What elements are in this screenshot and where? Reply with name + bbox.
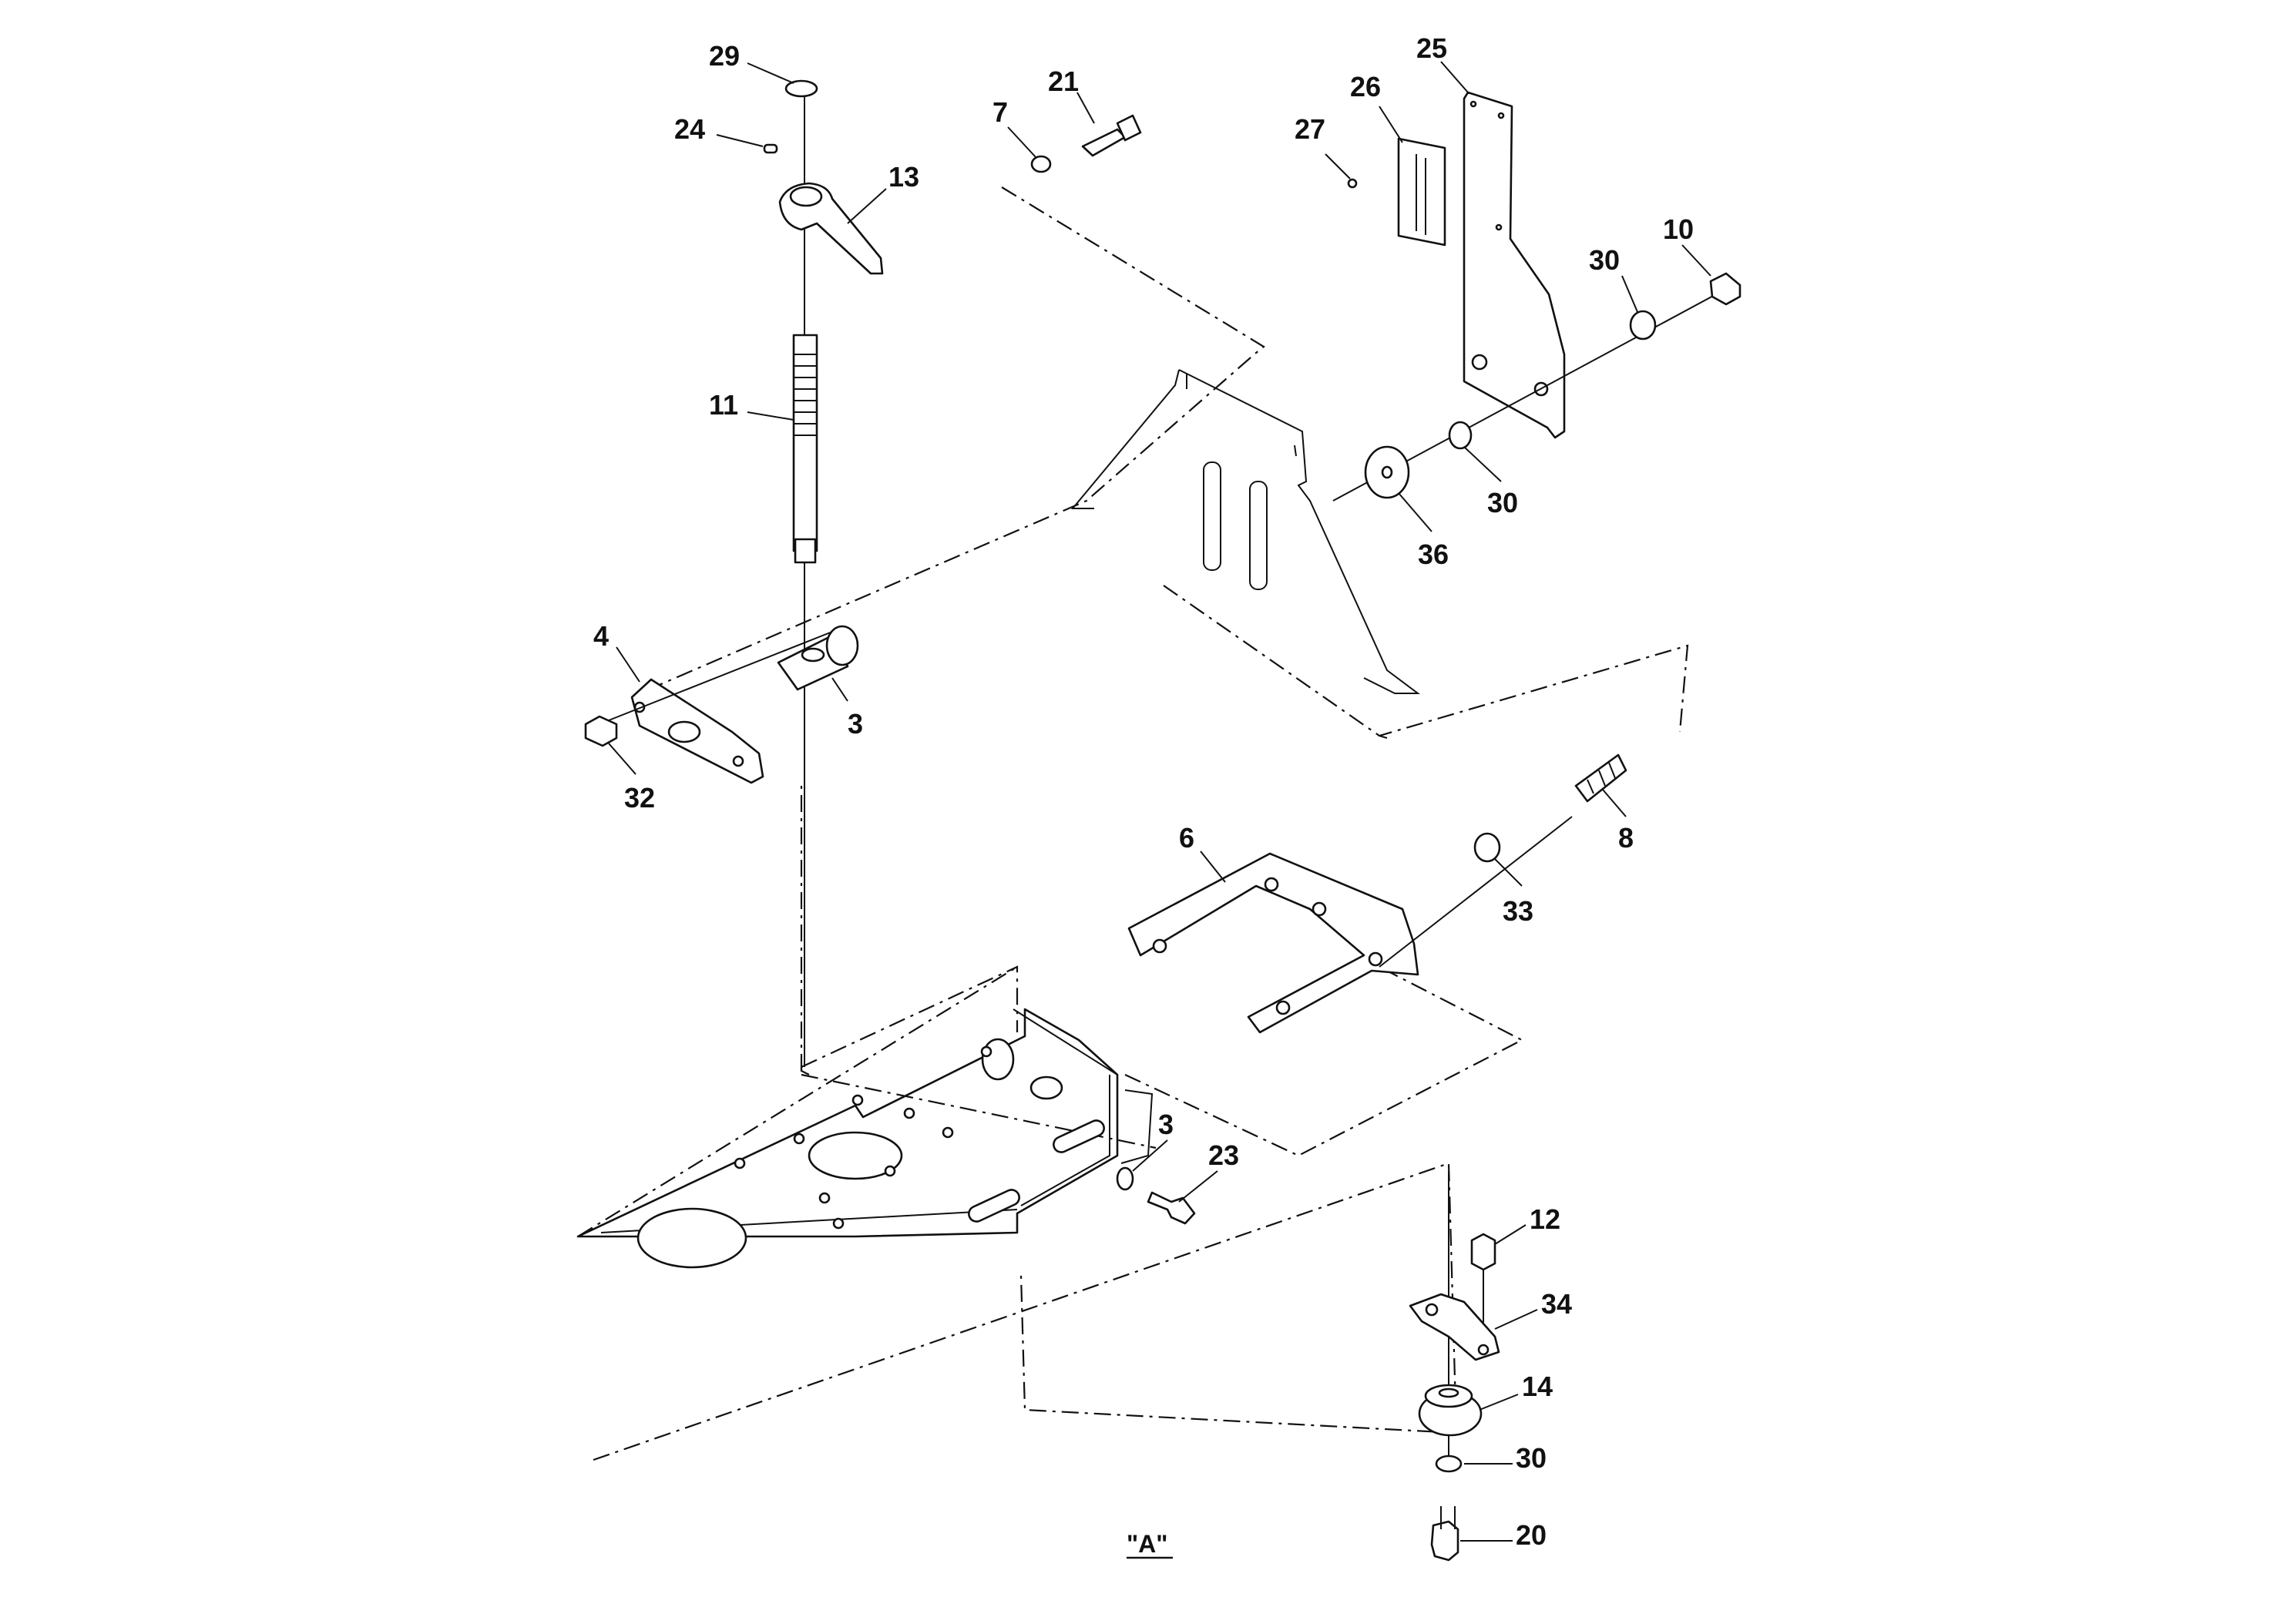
bolt-20-part — [1430, 1520, 1459, 1562]
callout-36: 36 — [1418, 539, 1449, 570]
upper-right-bracket — [1030, 91, 1741, 502]
callout-30-upper: 30 — [1589, 244, 1620, 276]
callout-8: 8 — [1618, 822, 1634, 854]
lower-hardware — [1116, 1166, 1500, 1562]
callout-3-lower: 3 — [1158, 1109, 1174, 1140]
view-label: "A" — [1127, 1530, 1167, 1558]
decal-part — [1397, 137, 1446, 247]
washer-30c-part — [1435, 1455, 1463, 1473]
callout-27: 27 — [1295, 113, 1325, 145]
lever-assembly — [584, 79, 884, 1067]
bracket-plate-part — [1463, 91, 1566, 439]
bolt-23-part — [1147, 1191, 1196, 1225]
view-label-group: "A" — [1127, 1530, 1173, 1559]
callout-24: 24 — [674, 113, 705, 145]
fork-bracket-group — [1127, 753, 1627, 1034]
callout-25: 25 — [1416, 32, 1447, 64]
callout-33: 33 — [1503, 895, 1533, 927]
callout-30-middle: 30 — [1487, 487, 1518, 518]
callout-12: 12 — [1530, 1203, 1560, 1235]
callout-21: 21 — [1048, 65, 1079, 97]
callout-34: 34 — [1541, 1288, 1572, 1320]
callout-labels: 29 24 13 11 4 3 32 7 21 25 26 27 30 10 3… — [593, 32, 1694, 1551]
callout-32: 32 — [624, 782, 655, 814]
nut-10-part — [1709, 272, 1741, 306]
callout-6: 6 — [1179, 822, 1194, 854]
callout-7: 7 — [992, 96, 1008, 128]
threaded-rod-part — [792, 334, 818, 552]
callout-30-lower: 30 — [1516, 1442, 1547, 1474]
callout-20: 20 — [1516, 1519, 1547, 1551]
pin-part — [763, 143, 778, 154]
washer-30a-part — [1629, 310, 1657, 341]
stud-part — [1574, 753, 1627, 803]
callout-4: 4 — [593, 620, 609, 652]
callout-10: 10 — [1663, 213, 1694, 245]
washer-30b-part — [1448, 421, 1473, 450]
callout-11: 11 — [709, 389, 738, 421]
spacer-part — [1473, 832, 1501, 863]
screw-part — [1470, 1233, 1496, 1271]
fork-bracket-part — [1127, 852, 1419, 1034]
snap-ring-part — [784, 79, 818, 98]
callout-26: 26 — [1350, 71, 1381, 102]
leader-lines — [608, 61, 1711, 1542]
rivet-part — [1347, 178, 1358, 189]
nut-32-part — [584, 715, 618, 747]
callout-29: 29 — [709, 40, 740, 72]
main-frame — [576, 1008, 1154, 1269]
callout-3-upper: 3 — [848, 708, 863, 740]
callout-23: 23 — [1208, 1139, 1239, 1171]
washer-3b-part — [1116, 1166, 1134, 1191]
callout-13: 13 — [888, 161, 919, 193]
callout-14: 14 — [1522, 1371, 1553, 1402]
bolt-21-part — [1081, 128, 1127, 157]
washer-7-part — [1030, 155, 1052, 173]
